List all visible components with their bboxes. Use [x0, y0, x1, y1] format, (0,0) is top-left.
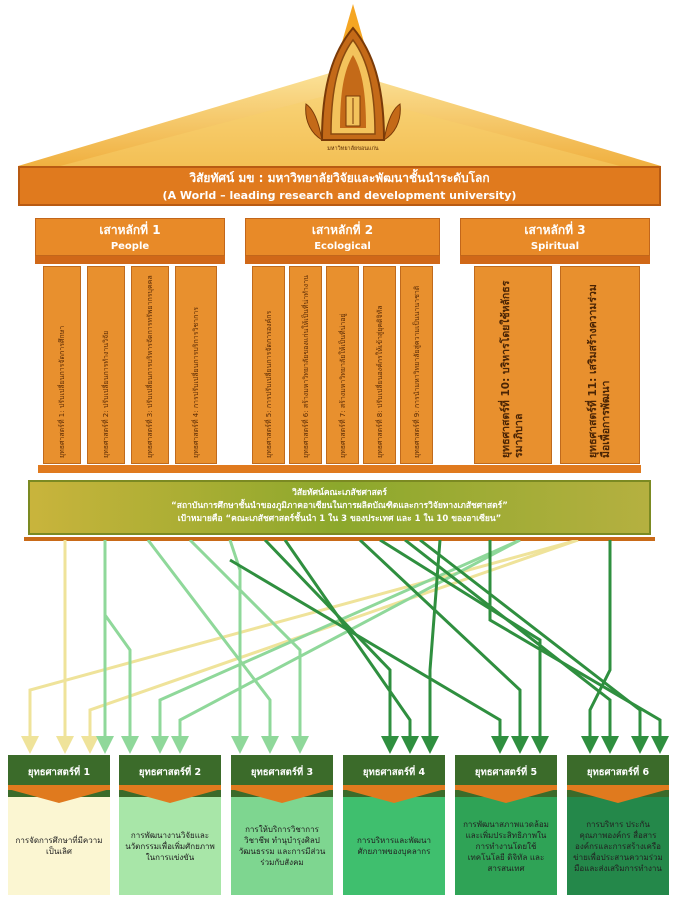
pillar-2-title: เสาหลักที่ 2: [311, 223, 374, 237]
pillar-1-column-2: ยุทธศาสตร์ที่ 2: ปรับเปลี่ยนการทำงานวิจั…: [87, 266, 125, 464]
strategy-4-band: [343, 785, 445, 790]
pillar-1-subtitle: People: [110, 241, 150, 252]
strategy-3-band: [231, 785, 333, 790]
pillar-2-column-3: ยุทธศาสตร์ที่ 7: สร้างมหาวิทยาลัยให้เป็น…: [326, 266, 359, 464]
faculty-vision-title: วิสัยทัศน์คณะเภสัชศาสตร์: [292, 488, 387, 498]
pillar-1-column-1: ยุทธศาสตร์ที่ 1: ปรับเปลี่ยนการจัดการศึก…: [43, 266, 81, 464]
strategy-card-3: ยุทธศาสตร์ที่ 3 การให้บริการวิชาการวิชาช…: [231, 755, 333, 895]
column-label: ยุทธศาสตร์ที่ 2: ปรับเปลี่ยนการทำงานวิจั…: [101, 330, 110, 458]
arrow-3: [81, 540, 579, 754]
strategy-3-arrow: [231, 789, 333, 803]
strategy-2-arrow: [119, 789, 221, 803]
arrow-19: [581, 540, 612, 754]
arrow-9: [171, 540, 521, 754]
pillar-3-column-1: ยุทธศาสตร์ที่ 10: บริหารโดยใช้หลักธรรมาภ…: [474, 266, 552, 464]
faculty-vision-statement: “สถาบันการศึกษาชั้นนำของภูมิภาคอาเซียนใน…: [171, 501, 508, 511]
pillar-2-header: เสาหลักที่ 2 Ecological: [245, 218, 440, 256]
column-label: ยุทธศาสตร์ที่ 3: ปรับเปลี่ยนการบริหารจัด…: [145, 275, 154, 458]
strategy-5-band: [455, 785, 557, 790]
vision-english: (A World – leading research and developm…: [162, 189, 517, 202]
arrow-8: [151, 540, 521, 754]
arrow-18: [488, 540, 669, 754]
pillar-1-title: เสาหลักที่ 1: [99, 223, 161, 237]
pillar-2-column-4: ยุทธศาสตร์ที่ 8: ปรับเปลี่ยนองค์กรให้เข้…: [363, 266, 396, 464]
pillar-3-capital: [460, 256, 650, 264]
faculty-underline: [24, 537, 655, 541]
arrow-6: [188, 540, 309, 754]
pillar-1-header: เสาหลักที่ 1 People: [35, 218, 225, 256]
pillar-2-column-5: ยุทธศาสตร์ที่ 9: การนำมหาวิทยาลัยสู่ความ…: [400, 266, 433, 464]
arrow-16: [404, 540, 619, 754]
strategy-1-arrow: [8, 789, 110, 803]
pillar-3-header: เสาหลักที่ 3 Spiritual: [460, 218, 650, 256]
column-label: ยุทธศาสตร์ที่ 8: ปรับเปลี่ยนองค์กรให้เข้…: [375, 305, 383, 458]
arrow-2: [21, 540, 579, 754]
strategy-4-description: การบริหารและพัฒนาศักยภาพของบุคลากร: [343, 797, 445, 895]
column-label: ยุทธศาสตร์ที่ 6: สร้างมหาวิทยาลัยของแก่น…: [301, 275, 309, 458]
strategy-card-2: ยุทธศาสตร์ที่ 2 การพัฒนางานวิจัยและนวัตก…: [119, 755, 221, 895]
strategy-card-4: ยุทธศาสตร์ที่ 4 การบริหารและพัฒนาศักยภาพ…: [343, 755, 445, 895]
arrow-13: [229, 558, 509, 754]
university-logo: [305, 26, 401, 141]
arrow-5: [146, 540, 279, 754]
strategy-6-description: การบริหาร ประกันคุณภาพองค์กร สื่อสารองค์…: [567, 797, 669, 895]
strategy-5-description: การพัฒนาสภาพแวดล้อมและเพิ่มประสิทธิภาพใน…: [455, 797, 557, 895]
arrow-11: [263, 540, 399, 754]
pillar-1-column-3: ยุทธศาสตร์ที่ 3: ปรับเปลี่ยนการบริหารจัด…: [131, 266, 169, 464]
strategy-card-6: ยุทธศาสตร์ที่ 6 การบริหาร ประกันคุณภาพอง…: [567, 755, 669, 895]
vision-banner: วิสัยทัศน์ มข : มหาวิทยาลัยวิจัยและพัฒนา…: [18, 166, 661, 206]
column-label: ยุทธศาสตร์ที่ 11: เสริมสร้างความร่วมมือเ…: [587, 284, 612, 458]
arrow-15: [379, 540, 549, 754]
strategy-1-band: [8, 785, 110, 790]
column-label: ยุทธศาสตร์ที่ 10: บริหารโดยใช้หลักธรรมาภ…: [500, 280, 525, 458]
strategy-6-band: [567, 785, 669, 790]
column-label: ยุทธศาสตร์ที่ 9: การนำมหาวิทยาลัยสู่ความ…: [412, 285, 420, 458]
faculty-goal: เป้าหมายคือ “คณะเภสัชศาสตร์ชั้นนำ 1 ใน 3…: [177, 514, 502, 524]
pillar-2-column-2: ยุทธศาสตร์ที่ 6: สร้างมหาวิทยาลัยของแก่น…: [289, 266, 322, 464]
strategy-1-description: การจัดการศึกษาที่มีความเป็นเลิศ: [8, 797, 110, 895]
pillar-2-capital: [245, 256, 440, 264]
strategy-3-description: การให้บริการวิชาการวิชาชีพ ทำนุบำรุงศิลป…: [231, 797, 333, 895]
strategy-4-arrow: [343, 789, 445, 803]
strategy-card-1: ยุทธศาสตร์ที่ 1 การจัดการศึกษาที่มีความเ…: [8, 755, 110, 895]
strategy-5-arrow: [455, 789, 557, 803]
pillar-1-capital: [35, 256, 225, 264]
strategy-2-description: การพัฒนางานวิจัยและนวัตกรรมเพื่อเพิ่มศัก…: [119, 797, 221, 895]
pillar-3-title: เสาหลักที่ 3: [524, 223, 586, 237]
roof: มหาวิทยาลัยขอนแก่น: [18, 4, 661, 166]
strategy-6-arrow: [567, 789, 669, 803]
pillar-3-column-2: ยุทธศาสตร์ที่ 11: เสริมสร้างความร่วมมือเ…: [560, 266, 640, 464]
pillar-2-column-1: ยุทธศาสตร์ที่ 5: การปรับเปลี่ยนการจัดการ…: [252, 266, 285, 464]
arrow-14: [358, 540, 529, 754]
arrow-7: [103, 614, 139, 754]
connection-arrows: [21, 540, 669, 754]
arrow-20: [421, 540, 442, 754]
vision-thai: วิสัยทัศน์ มข : มหาวิทยาลัยวิจัยและพัฒนา…: [189, 171, 490, 185]
faculty-vision-banner: วิสัยทัศน์คณะเภสัชศาสตร์ “สถาบันการศึกษา…: [28, 480, 651, 535]
strategy-card-5: ยุทธศาสตร์ที่ 5 การพัฒนาสภาพแวดล้อมและเพ…: [455, 755, 557, 895]
column-label: ยุทธศาสตร์ที่ 1: ปรับเปลี่ยนการจัดการศึก…: [57, 325, 66, 458]
logo-caption: มหาวิทยาลัยขอนแก่น: [327, 145, 379, 152]
pillar-ground: [38, 465, 641, 473]
arrow-10: [228, 540, 249, 754]
column-label: ยุทธศาสตร์ที่ 5: การปรับเปลี่ยนการจัดการ…: [264, 310, 272, 458]
arrow-17: [419, 540, 649, 754]
column-label: ยุทธศาสตร์ที่ 4: การปรับเปลี่ยนการบริการ…: [191, 306, 200, 458]
pillar-1-column-4: ยุทธศาสตร์ที่ 4: การปรับเปลี่ยนการบริการ…: [175, 266, 217, 464]
pillar-3-subtitle: Spiritual: [530, 241, 580, 252]
pillar-2-subtitle: Ecological: [314, 241, 371, 252]
arrow-12: [283, 540, 419, 754]
strategy-2-band: [119, 785, 221, 790]
column-label: ยุทธศาสตร์ที่ 7: สร้างมหาวิทยาลัยให้เป็น…: [338, 313, 346, 458]
